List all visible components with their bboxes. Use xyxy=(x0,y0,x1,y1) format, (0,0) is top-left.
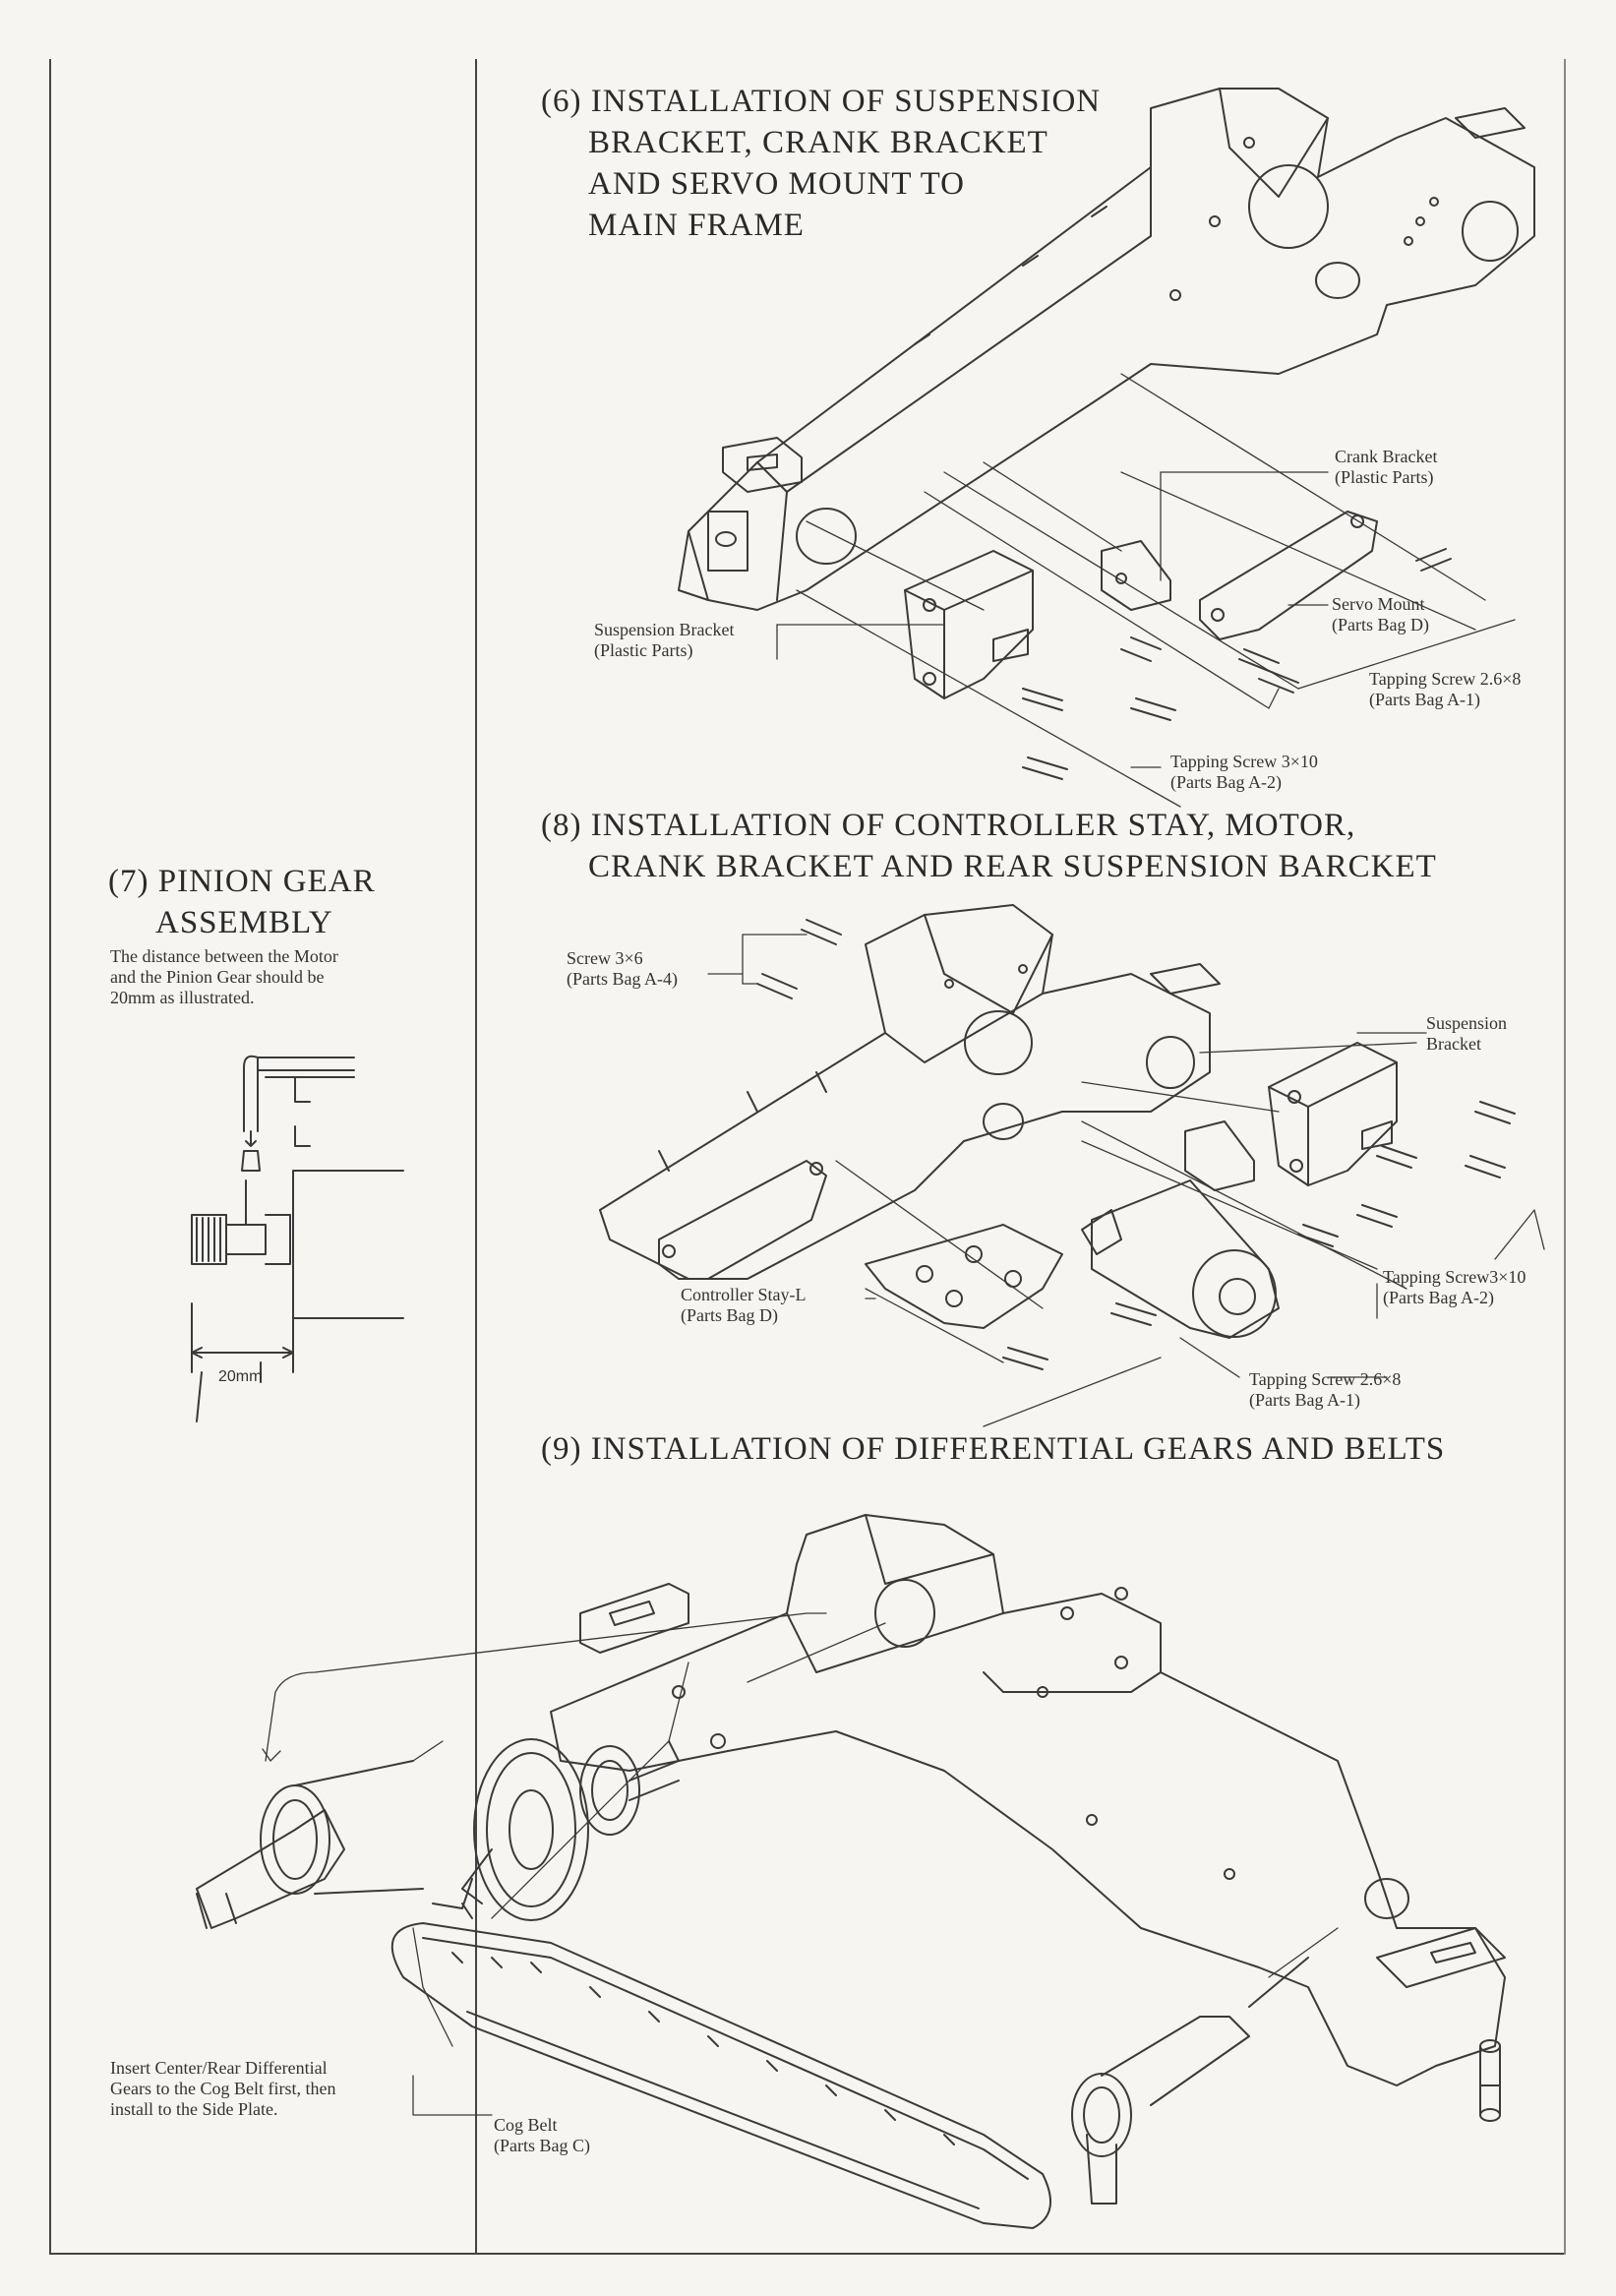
crank-bracket-8 xyxy=(1185,1121,1254,1190)
motor-mount-plate xyxy=(866,1225,1062,1328)
label-suspension-bracket-6: Suspension Bracket(Plastic Parts) xyxy=(594,620,735,660)
label-crank-bracket: Crank Bracket(Plastic Parts) xyxy=(1335,447,1438,487)
servo-mount-6 xyxy=(1200,512,1377,639)
controller-stay xyxy=(659,1161,826,1279)
label-tapping-screw-3x10-a: Tapping Screw 3×10(Parts Bag A-2) xyxy=(1170,752,1318,792)
label-servo-mount: Servo Mount(Parts Bag D) xyxy=(1332,594,1429,634)
dimension-20mm: 20mm xyxy=(218,1368,262,1385)
pinion-gear-diagram xyxy=(192,1057,403,1421)
section-8-title: (8) INSTALLATION OF CONTROLLER STAY, MOT… xyxy=(541,808,1437,884)
screws-8 xyxy=(757,920,1515,1369)
label-tapping-screw-26x8-b: Tapping Screw 2.6×8(Parts Bag A-1) xyxy=(1249,1369,1402,1410)
right-page-edge xyxy=(1564,59,1566,2255)
bottom-frame-rule xyxy=(49,2253,1564,2255)
leader-lines-8 xyxy=(708,935,1544,1426)
motor xyxy=(1082,1180,1279,1338)
section-6-title: (6) INSTALLATION OF SUSPENSION BRACKET, … xyxy=(541,84,1102,243)
pinion-note: The distance between the Motor and the P… xyxy=(110,946,338,1007)
section-7-title: (7) PINION GEAR ASSEMBLY xyxy=(108,864,376,940)
left-frame-rule xyxy=(49,59,51,2253)
main-frame-9 xyxy=(551,1515,1505,2121)
label-tapping-screw-3x10-b: Tapping Screw3×10(Parts Bag A-2) xyxy=(1383,1267,1526,1307)
label-screw-3x6: Screw 3×6(Parts Bag A-4) xyxy=(567,948,678,989)
main-frame-6 xyxy=(679,89,1534,610)
label-controller-stay: Controller Stay-L(Parts Bag D) xyxy=(681,1285,807,1325)
label-tapping-screw-26x8-a: Tapping Screw 2.6×8(Parts Bag A-1) xyxy=(1369,669,1522,709)
differential-note: Insert Center/Rear Differential Gears to… xyxy=(110,2058,336,2119)
section-9-title: (9) INSTALLATION OF DIFFERENTIAL GEARS A… xyxy=(541,1431,1446,1467)
suspension-bracket-8 xyxy=(1269,1043,1397,1185)
rear-differential xyxy=(1072,1958,1308,2204)
crank-bracket-6 xyxy=(1102,541,1170,610)
leader-lines-6 xyxy=(777,374,1515,807)
screws-6 xyxy=(1023,549,1451,779)
cog-belt xyxy=(392,1923,1050,2228)
main-frame-8 xyxy=(600,905,1220,1279)
leader-lines-9 xyxy=(263,1613,1338,2115)
differential-gear-set xyxy=(197,1739,679,1928)
column-divider xyxy=(475,59,477,2253)
label-cog-belt: Cog Belt(Parts Bag C) xyxy=(494,2115,590,2155)
